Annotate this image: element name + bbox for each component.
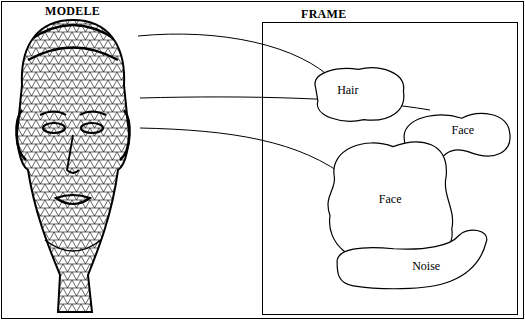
model-label: MODELE [45, 5, 100, 18]
frame-box: FRAMEHairFaceFaceNoise [262, 22, 518, 315]
frame-title: FRAME [301, 8, 347, 21]
region-label: Hair [337, 84, 358, 97]
hair-region: Hair [305, 63, 412, 126]
region-label: Noise [412, 260, 440, 273]
region-outline [305, 63, 412, 126]
region-label: Face [452, 124, 475, 137]
region-label: Face [379, 193, 402, 206]
noise-region: Noise [329, 226, 491, 291]
region-outline [329, 226, 491, 291]
